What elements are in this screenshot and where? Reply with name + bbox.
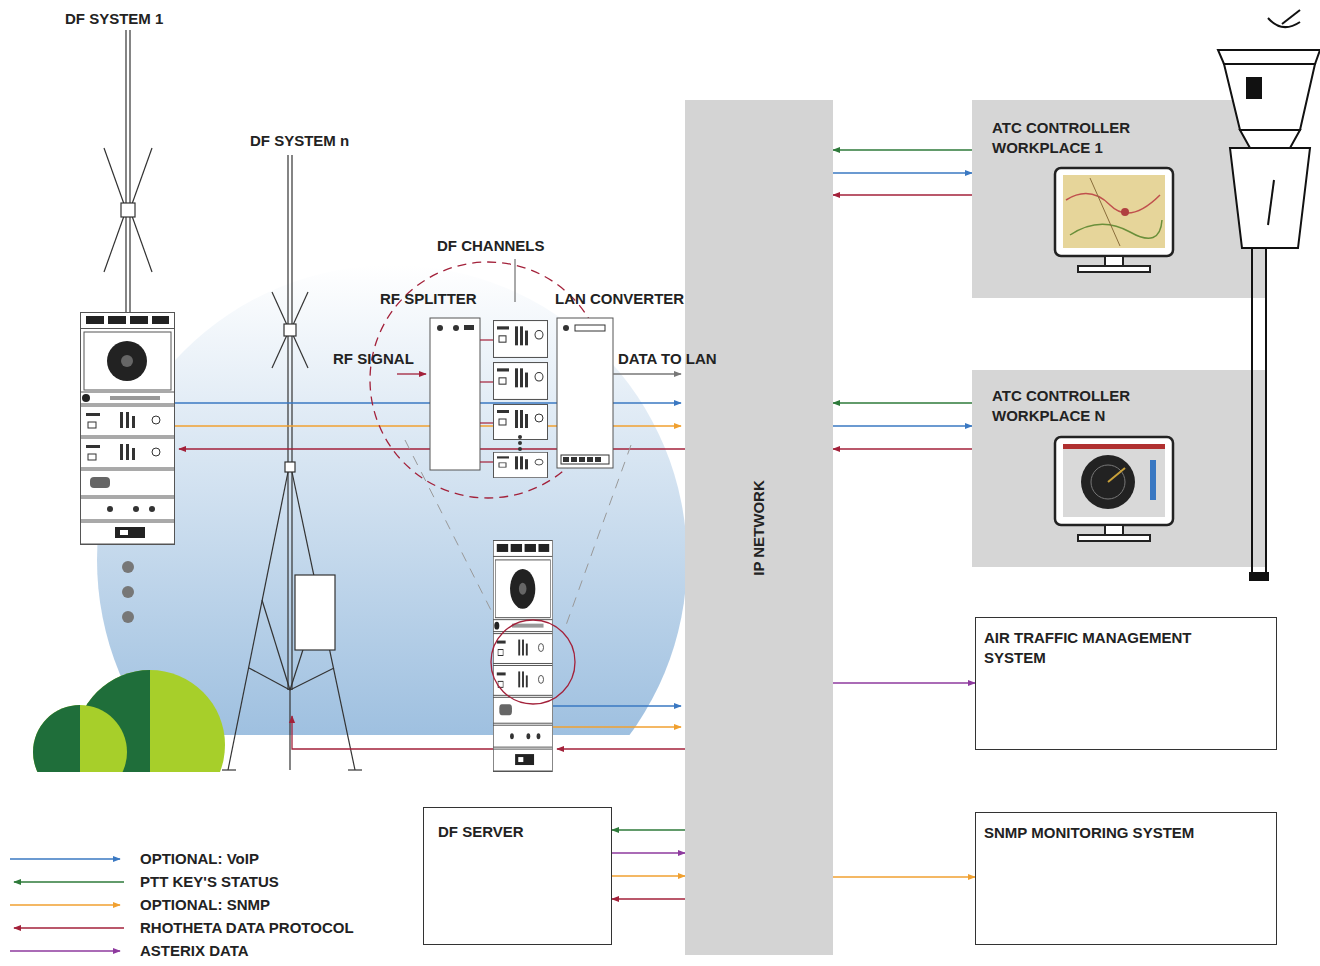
legend-sample xyxy=(10,859,124,951)
part-label: DF SYSTEM n xyxy=(250,132,349,150)
part-label: DF SYSTEM 1 xyxy=(65,10,163,28)
part-label: LAN CONVERTER xyxy=(555,290,684,308)
signal-arrow xyxy=(833,149,972,150)
legend-text: ASTERIX DATA xyxy=(140,942,249,960)
legend-text: RHOTHETA DATA PROTOCOL xyxy=(140,919,354,937)
signal-arrow xyxy=(612,852,685,853)
system-box: SNMP MONITORING SYSTEM xyxy=(975,812,1277,945)
signal-arrow xyxy=(612,829,685,830)
part-label: RF SIGNAL xyxy=(333,350,414,368)
part-label: RF SPLITTER xyxy=(380,290,477,308)
signal-arrow xyxy=(612,875,685,876)
box-label: ATC CONTROLLER WORKPLACE N xyxy=(992,386,1157,426)
part-label: DATA TO LAN xyxy=(618,350,717,368)
legend-text: OPTIONAL: VoIP xyxy=(140,850,259,868)
signal-arrow xyxy=(833,194,972,195)
box-label: ATC CONTROLLER WORKPLACE 1 xyxy=(992,118,1157,158)
box-label: DF SERVER xyxy=(438,822,598,842)
network-band: IP NETWORK xyxy=(685,100,833,955)
signal-arrow xyxy=(612,898,685,899)
workplace-panel: ATC CONTROLLER WORKPLACE N xyxy=(972,370,1267,567)
part-label: DF CHANNELS xyxy=(437,237,545,255)
box-label: SNMP MONITORING SYSTEM xyxy=(984,823,1264,843)
signal-arrow xyxy=(833,448,972,449)
workplace-panel: ATC CONTROLLER WORKPLACE 1 xyxy=(972,100,1267,298)
signal-arrow xyxy=(833,425,972,426)
signal-arrow xyxy=(833,682,975,683)
system-box: AIR TRAFFIC MANAGEMENT SYSTEM xyxy=(975,617,1277,750)
signal-arrow xyxy=(833,172,972,173)
band-label: IP NETWORK xyxy=(749,480,769,576)
legend-text: PTT KEY'S STATUS xyxy=(140,873,279,891)
box-label: AIR TRAFFIC MANAGEMENT SYSTEM xyxy=(984,628,1229,668)
signal-arrow xyxy=(833,876,975,877)
server-box: DF SERVER xyxy=(423,807,612,945)
signal-arrow xyxy=(833,402,972,403)
legend-text: OPTIONAL: SNMP xyxy=(140,896,270,914)
